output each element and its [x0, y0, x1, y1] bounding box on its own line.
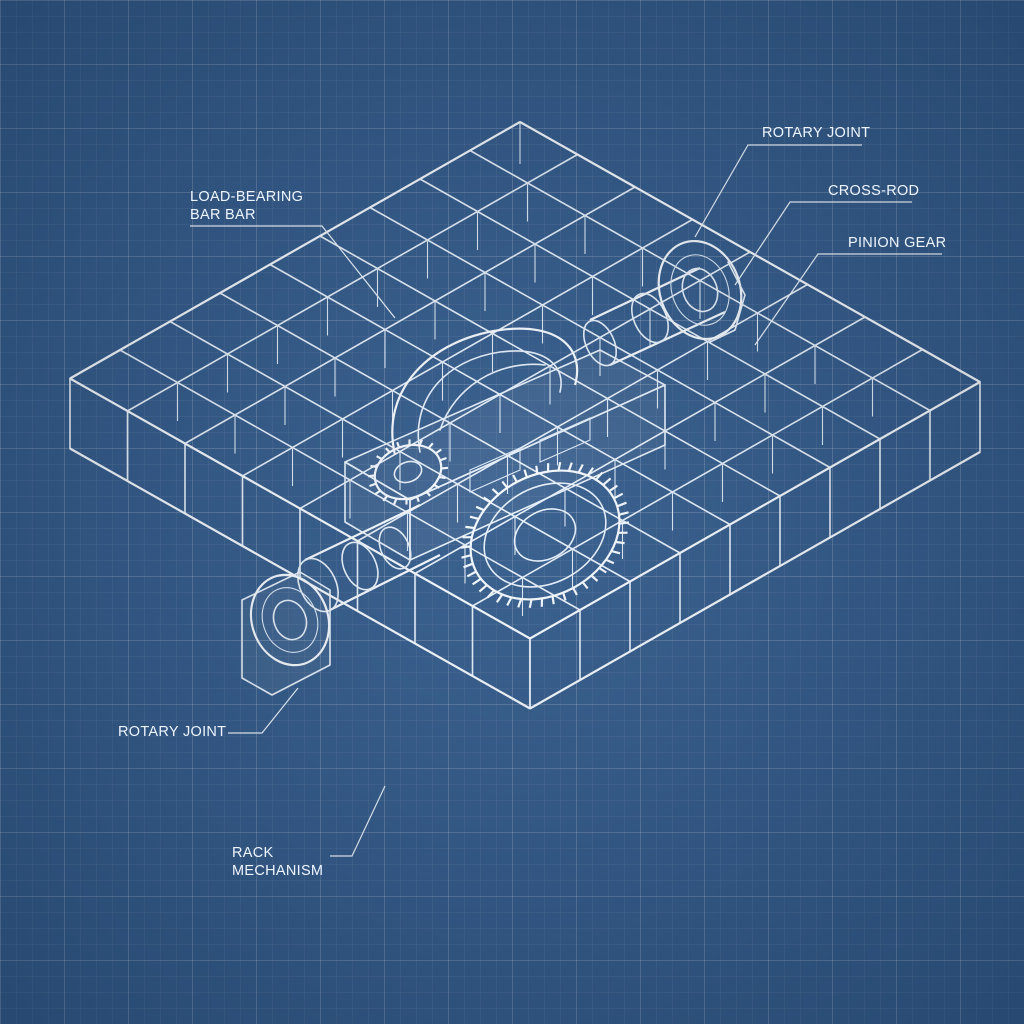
leader-rack-mechanism	[330, 785, 386, 857]
leader-rotary-joint-bottom	[228, 687, 299, 734]
large-gear	[460, 461, 630, 609]
leader-pinion-gear	[754, 253, 942, 346]
rotary-joint-upper	[657, 239, 746, 343]
label-rotary-joint-top: ROTARY JOINT	[762, 125, 871, 141]
leader-lines	[190, 144, 942, 857]
label-rotary-joint-bottom: ROTARY JOINT	[118, 724, 227, 740]
pinion-gear-left	[367, 439, 449, 505]
label-load-bearing-bar: LOAD-BEARING BAR BAR	[190, 189, 304, 223]
rotary-joint-lower	[241, 571, 331, 696]
leader-cross-rod	[734, 201, 912, 286]
leader-load-bearing	[190, 225, 396, 319]
rack-teeth-top	[439, 363, 546, 431]
label-rack-mechanism: RACK MECHANISM	[232, 845, 324, 879]
label-pinion-gear: PINION GEAR	[848, 235, 947, 251]
guard-arch	[391, 327, 579, 456]
label-cross-rod: CROSS-ROD	[828, 183, 920, 199]
leader-rotary-joint-top	[694, 144, 862, 238]
gear-mechanism	[241, 239, 746, 696]
